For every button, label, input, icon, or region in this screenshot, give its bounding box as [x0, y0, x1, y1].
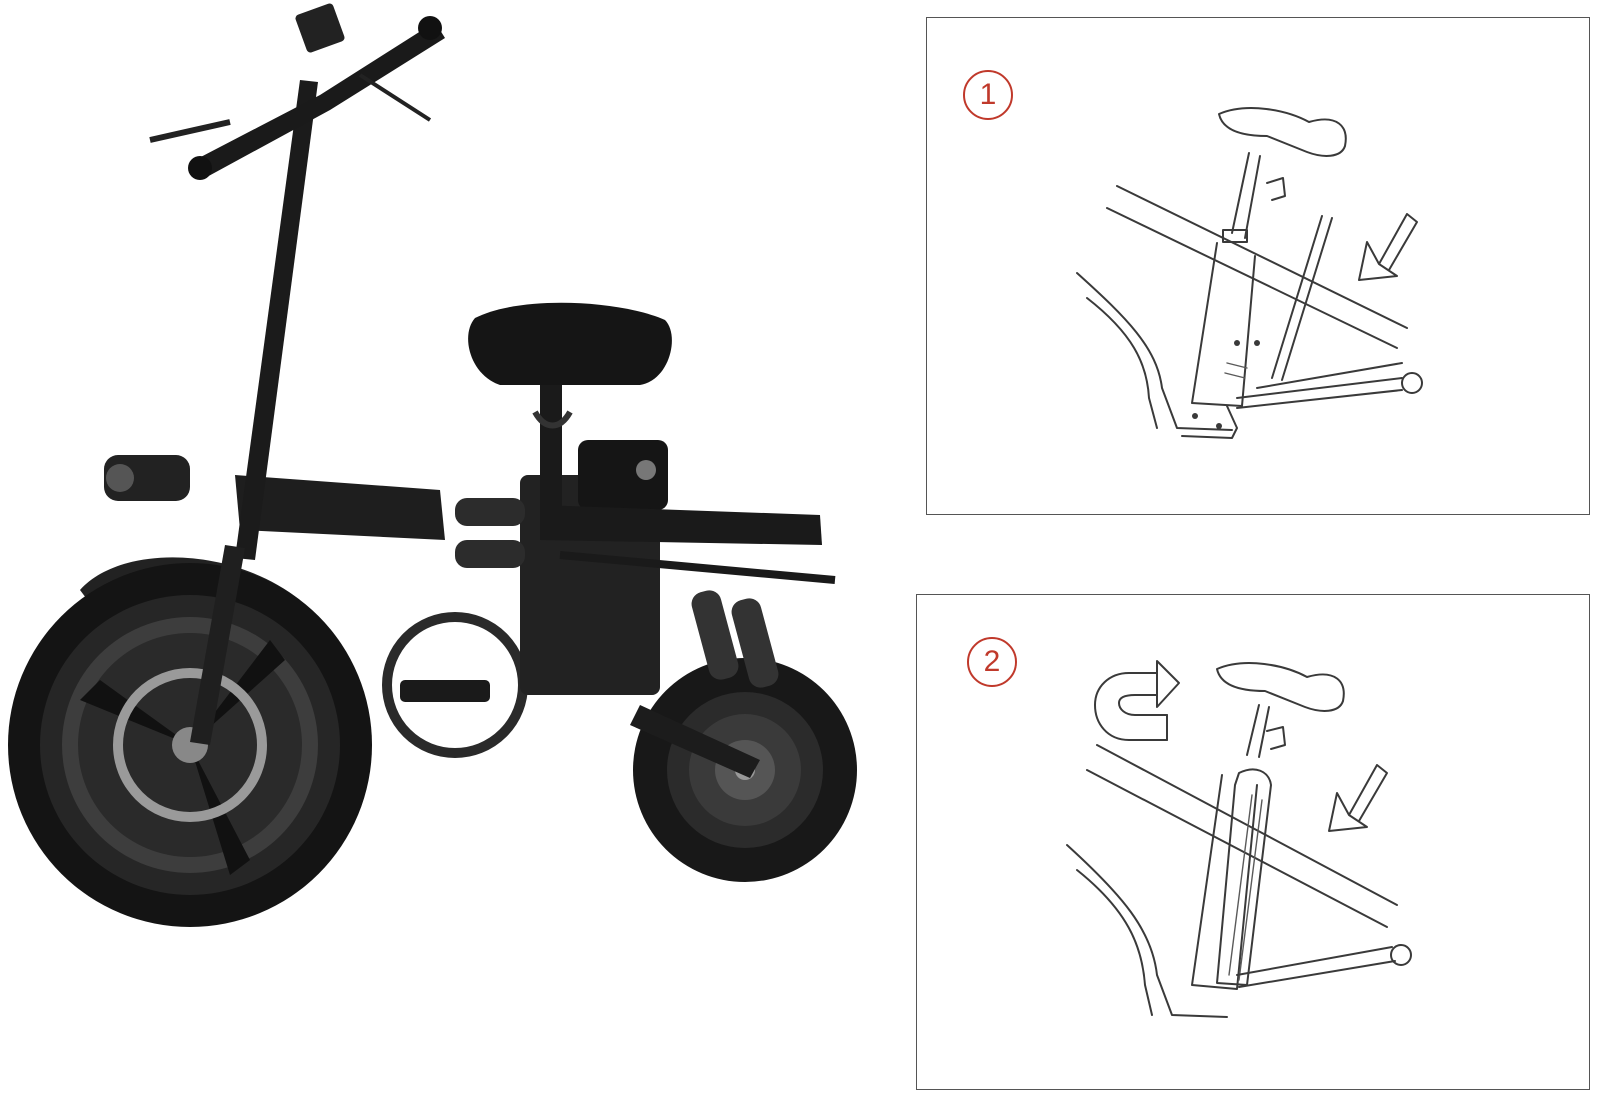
- frame-tube: [235, 475, 445, 540]
- rear-rack: [540, 505, 822, 545]
- down-left-arrow: [1328, 764, 1388, 832]
- frame-down-tube: [1066, 844, 1228, 1018]
- rotate-arrow: [1094, 660, 1180, 741]
- handlebar: [195, 22, 445, 178]
- rear-shock: [731, 598, 779, 688]
- seat-tube: [1191, 242, 1256, 407]
- battery-lock-sketch: [1066, 660, 1412, 1018]
- saddle-sketch: [1216, 662, 1345, 712]
- seat-post: [1231, 152, 1261, 239]
- pedal: [400, 680, 490, 702]
- down-left-arrow: [1358, 213, 1418, 281]
- frame-top-tube: [1116, 185, 1408, 329]
- steering-column: [235, 80, 318, 560]
- instruction-panel-step-2: 2: [916, 594, 1590, 1090]
- swing-arm: [630, 705, 760, 778]
- seat: [468, 302, 672, 385]
- front-wheel: [8, 563, 372, 927]
- battery-insert-sketch: [1076, 107, 1423, 439]
- battery-sketch: [1216, 768, 1272, 986]
- step-number-badge: 2: [967, 637, 1017, 687]
- seat-post: [1246, 704, 1270, 758]
- display: [295, 3, 345, 53]
- front-fork: [190, 545, 245, 745]
- rear-shock: [691, 590, 739, 680]
- saddle-sketch: [1218, 107, 1347, 157]
- ebike-photo: [8, 3, 857, 927]
- seat-tube: [1191, 774, 1258, 990]
- frame-top-tube: [1096, 744, 1398, 906]
- frame-down-tube: [1076, 272, 1233, 431]
- step-number-badge: 1: [963, 70, 1013, 120]
- battery-sketch: [1271, 215, 1333, 381]
- instruction-panel-step-1: 1: [926, 17, 1590, 515]
- seat-post: [540, 380, 562, 510]
